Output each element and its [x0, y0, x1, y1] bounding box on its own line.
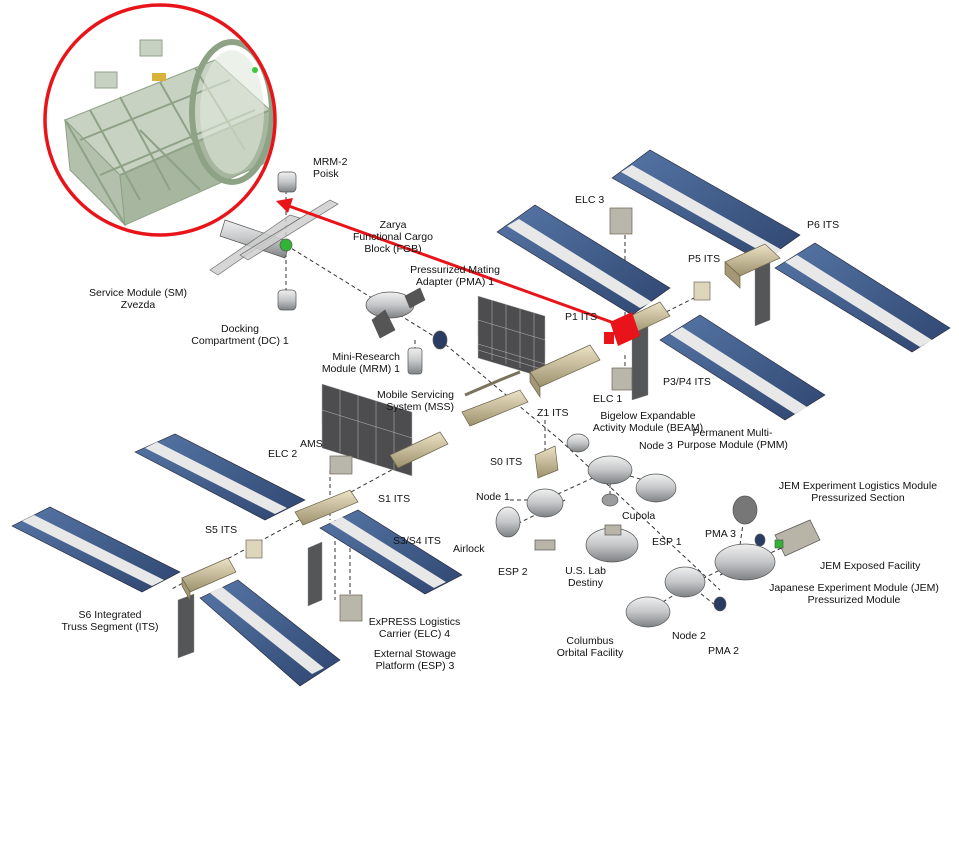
label-pma2: PMA 2 [708, 645, 739, 657]
label-node2: Node 2 [672, 630, 706, 642]
label-s3s4-its: S3/S4 ITS [393, 535, 441, 547]
label-pmm: Permanent Multi- Purpose Module (PMM) [677, 427, 788, 451]
label-service-module: Service Module (SM) Zvezda [88, 287, 188, 311]
label-mss: Mobile Servicing System (MSS) [376, 389, 454, 413]
label-s0-its: S0 ITS [490, 456, 523, 468]
label-s6-its: S6 Integrated Truss Segment (ITS) [61, 609, 159, 633]
label-docking-compartment: Docking Compartment (DC) 1 [191, 323, 289, 347]
label-us-lab: U.S. Lab Destiny [565, 565, 606, 589]
label-node3: Node 3 [639, 440, 673, 452]
label-p5-its: P5 ITS [688, 253, 721, 265]
label-mrm1: Mini-Research Module (MRM) 1 [321, 351, 400, 375]
label-z1-its: Z1 ITS [537, 407, 569, 419]
label-jem-pm: Japanese Experiment Module (JEM) Pressur… [769, 582, 939, 606]
label-cupola: Cupola [622, 510, 656, 522]
label-airlock: Airlock [453, 543, 485, 555]
label-elc3: ELC 3 [575, 194, 605, 206]
label-node1: Node 1 [476, 491, 510, 503]
label-esp1: ESP 1 [652, 536, 682, 548]
truss-segments [181, 207, 781, 622]
label-jem-ef: JEM Exposed Facility [820, 560, 921, 572]
label-s5-its: S5 ITS [205, 524, 238, 536]
label-p1-its: P1 ITS [565, 311, 598, 323]
label-elc2: ELC 2 [268, 448, 298, 460]
label-mrm2-poisk: MRM-2 Poisk [313, 156, 348, 180]
label-elc4: ExPRESS Logistics Carrier (ELC) 4 [368, 616, 461, 640]
label-p6-its: P6 ITS [807, 219, 840, 231]
label-zarya-fgb: Zarya Functional Cargo Block (FGB) [353, 219, 433, 255]
label-elc1: ELC 1 [593, 393, 623, 405]
label-ams: AMS [300, 438, 323, 450]
label-jem-elm-ps: JEM Experiment Logistics Module Pressuri… [778, 480, 938, 504]
label-columbus: Columbus Orbital Facility [556, 635, 624, 659]
label-s1-its: S1 ITS [378, 493, 411, 505]
label-esp3: External Stowage Platform (ESP) 3 [373, 648, 457, 672]
label-beam: Bigelow Expandable Activity Module (BEAM… [592, 410, 704, 434]
highlighted-component [604, 312, 640, 346]
label-esp2: ESP 2 [498, 566, 528, 578]
callout-zoom [43, 3, 277, 237]
solar-arrays [11, 149, 951, 687]
callout-arrow [285, 203, 629, 330]
label-p3p4-its: P3/P4 ITS [663, 376, 711, 388]
modules [209, 171, 821, 628]
label-pma3: PMA 3 [705, 528, 736, 540]
label-pma1: Pressurized Mating Adapter (PMA) 1 [410, 264, 500, 288]
callout-arrowhead [276, 198, 293, 213]
